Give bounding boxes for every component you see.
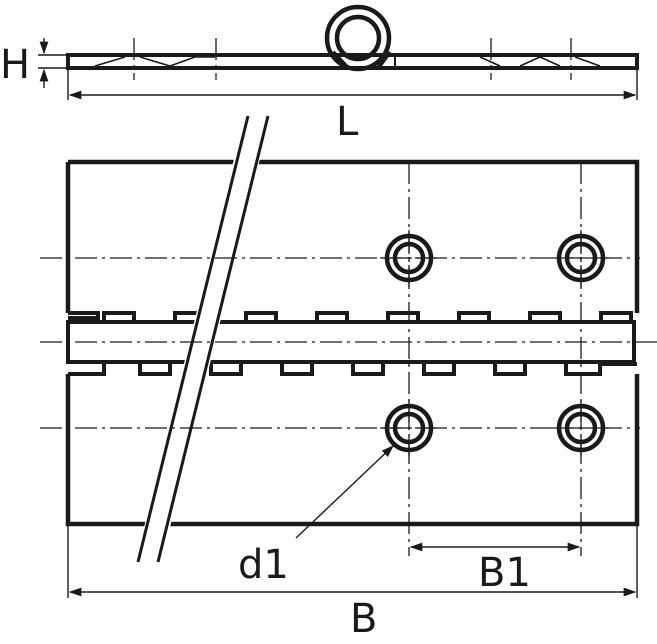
lower-knuckle-teeth — [68, 362, 637, 376]
break-lines — [136, 115, 270, 563]
side-view-countersinks — [94, 56, 601, 67]
dimension-b1: B1 — [409, 542, 581, 596]
upper-knuckle-teeth — [68, 311, 633, 323]
dimension-d1: d1 — [238, 445, 394, 588]
side-view-centerlines — [133, 38, 572, 80]
side-view-knuckle — [324, 4, 392, 72]
center-lines — [40, 162, 657, 556]
width-label: B — [350, 596, 377, 642]
upper-leaf — [65, 159, 640, 313]
height-label: H — [0, 42, 30, 88]
length-label: L — [336, 99, 359, 145]
lower-leaf — [65, 374, 640, 527]
hole-spacing-label: B1 — [478, 550, 531, 596]
front-view — [40, 115, 657, 563]
side-view-pin — [334, 14, 382, 62]
hole-diameter-label: d1 — [238, 542, 289, 588]
dimension-l: L — [67, 70, 638, 145]
dimension-h: H — [0, 38, 66, 88]
dimension-b: B — [67, 526, 638, 642]
side-view — [66, 4, 639, 80]
